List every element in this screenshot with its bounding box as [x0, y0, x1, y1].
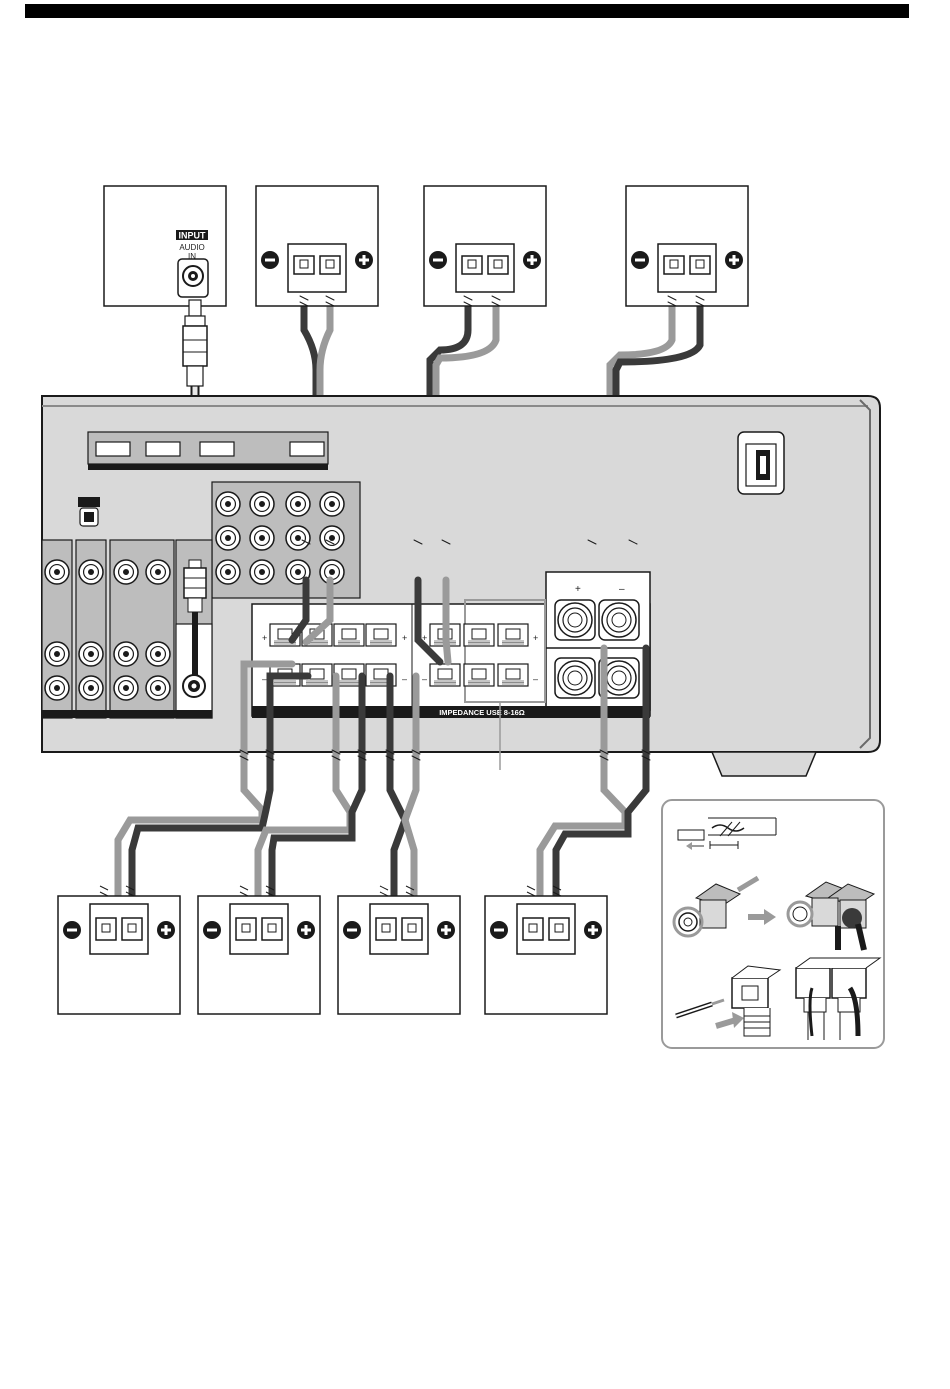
hdmi-port[interactable] — [146, 442, 180, 456]
plus-label: + — [533, 633, 538, 643]
rca-jack[interactable] — [286, 526, 310, 550]
speaker-box-bottom — [338, 886, 460, 1014]
rca-jack[interactable] — [45, 560, 69, 584]
rca-jack[interactable] — [216, 526, 240, 550]
push-terminal[interactable] — [366, 624, 396, 646]
plus-icon — [157, 921, 175, 939]
minus-label: – — [619, 584, 625, 595]
rca-jack[interactable] — [114, 642, 138, 666]
rca-jack[interactable] — [79, 642, 103, 666]
push-terminal[interactable] — [498, 624, 528, 646]
push-terminal[interactable] — [464, 624, 494, 646]
push-terminal[interactable] — [430, 664, 460, 686]
plus-label: + — [262, 633, 267, 643]
binding-post[interactable] — [599, 600, 639, 640]
rca-jack[interactable] — [250, 560, 274, 584]
minus-icon — [490, 921, 508, 939]
rca-plug-top — [183, 300, 207, 386]
rca-jack[interactable] — [146, 642, 170, 666]
push-terminal[interactable] — [464, 664, 494, 686]
minus-label: – — [533, 674, 538, 684]
rca-jack[interactable] — [250, 526, 274, 550]
wire-strip-box — [678, 830, 704, 840]
speaker-box-top-3 — [626, 186, 748, 306]
top-rule — [25, 4, 909, 18]
receiver-foot — [712, 752, 816, 776]
hdmi-port[interactable] — [200, 442, 234, 456]
speaker-box-bottom — [485, 886, 607, 1014]
speaker-box-top-2 — [424, 186, 546, 306]
plus-label: + — [575, 584, 581, 595]
speaker-box-bottom — [58, 886, 180, 1014]
plus-label: + — [402, 633, 407, 643]
rca-jack[interactable] — [79, 676, 103, 700]
subwoofer-box: INPUT AUDIO IN — [104, 186, 226, 306]
rca-jack[interactable] — [79, 560, 103, 584]
rca-jack[interactable] — [114, 676, 138, 700]
speaker-terminal[interactable] — [517, 904, 575, 954]
rca-jack[interactable] — [216, 492, 240, 516]
hdmi-port[interactable] — [290, 442, 324, 456]
inset-panel — [662, 800, 884, 1048]
input-label: INPUT — [179, 231, 207, 241]
speaker-box-bottom — [198, 886, 320, 1014]
rca-jack[interactable] — [146, 560, 170, 584]
minus-label: – — [262, 674, 267, 684]
bottom-speakers — [58, 886, 607, 1014]
audio-in-label: AUDIO — [179, 243, 204, 252]
rca-jack[interactable] — [146, 676, 170, 700]
plus-icon — [584, 921, 602, 939]
speaker-terminal[interactable] — [230, 904, 288, 954]
speaker-terminal[interactable] — [370, 904, 428, 954]
rca-jack[interactable] — [114, 560, 138, 584]
plus-icon — [297, 921, 315, 939]
impedance-label: IMPEDANCE USE 8-16Ω — [439, 708, 525, 717]
rca-jack[interactable] — [45, 676, 69, 700]
push-terminal[interactable] — [334, 624, 364, 646]
speaker-box-top-1 — [256, 186, 378, 306]
minus-icon — [343, 921, 361, 939]
minus-icon — [203, 921, 221, 939]
rca-jack[interactable] — [216, 560, 240, 584]
minus-label: – — [422, 674, 427, 684]
rca-jack[interactable] — [320, 492, 344, 516]
hdmi-port[interactable] — [96, 442, 130, 456]
speaker-terminal[interactable] — [90, 904, 148, 954]
plus-icon — [437, 921, 455, 939]
binding-post[interactable] — [555, 658, 595, 698]
rca-jack[interactable] — [250, 492, 274, 516]
rca-jack[interactable] — [320, 526, 344, 550]
rca-jack[interactable] — [45, 642, 69, 666]
minus-label: – — [402, 674, 407, 684]
minus-icon — [63, 921, 81, 939]
push-terminal[interactable] — [498, 664, 528, 686]
rca-jack[interactable] — [286, 492, 310, 516]
binding-post[interactable] — [555, 600, 595, 640]
